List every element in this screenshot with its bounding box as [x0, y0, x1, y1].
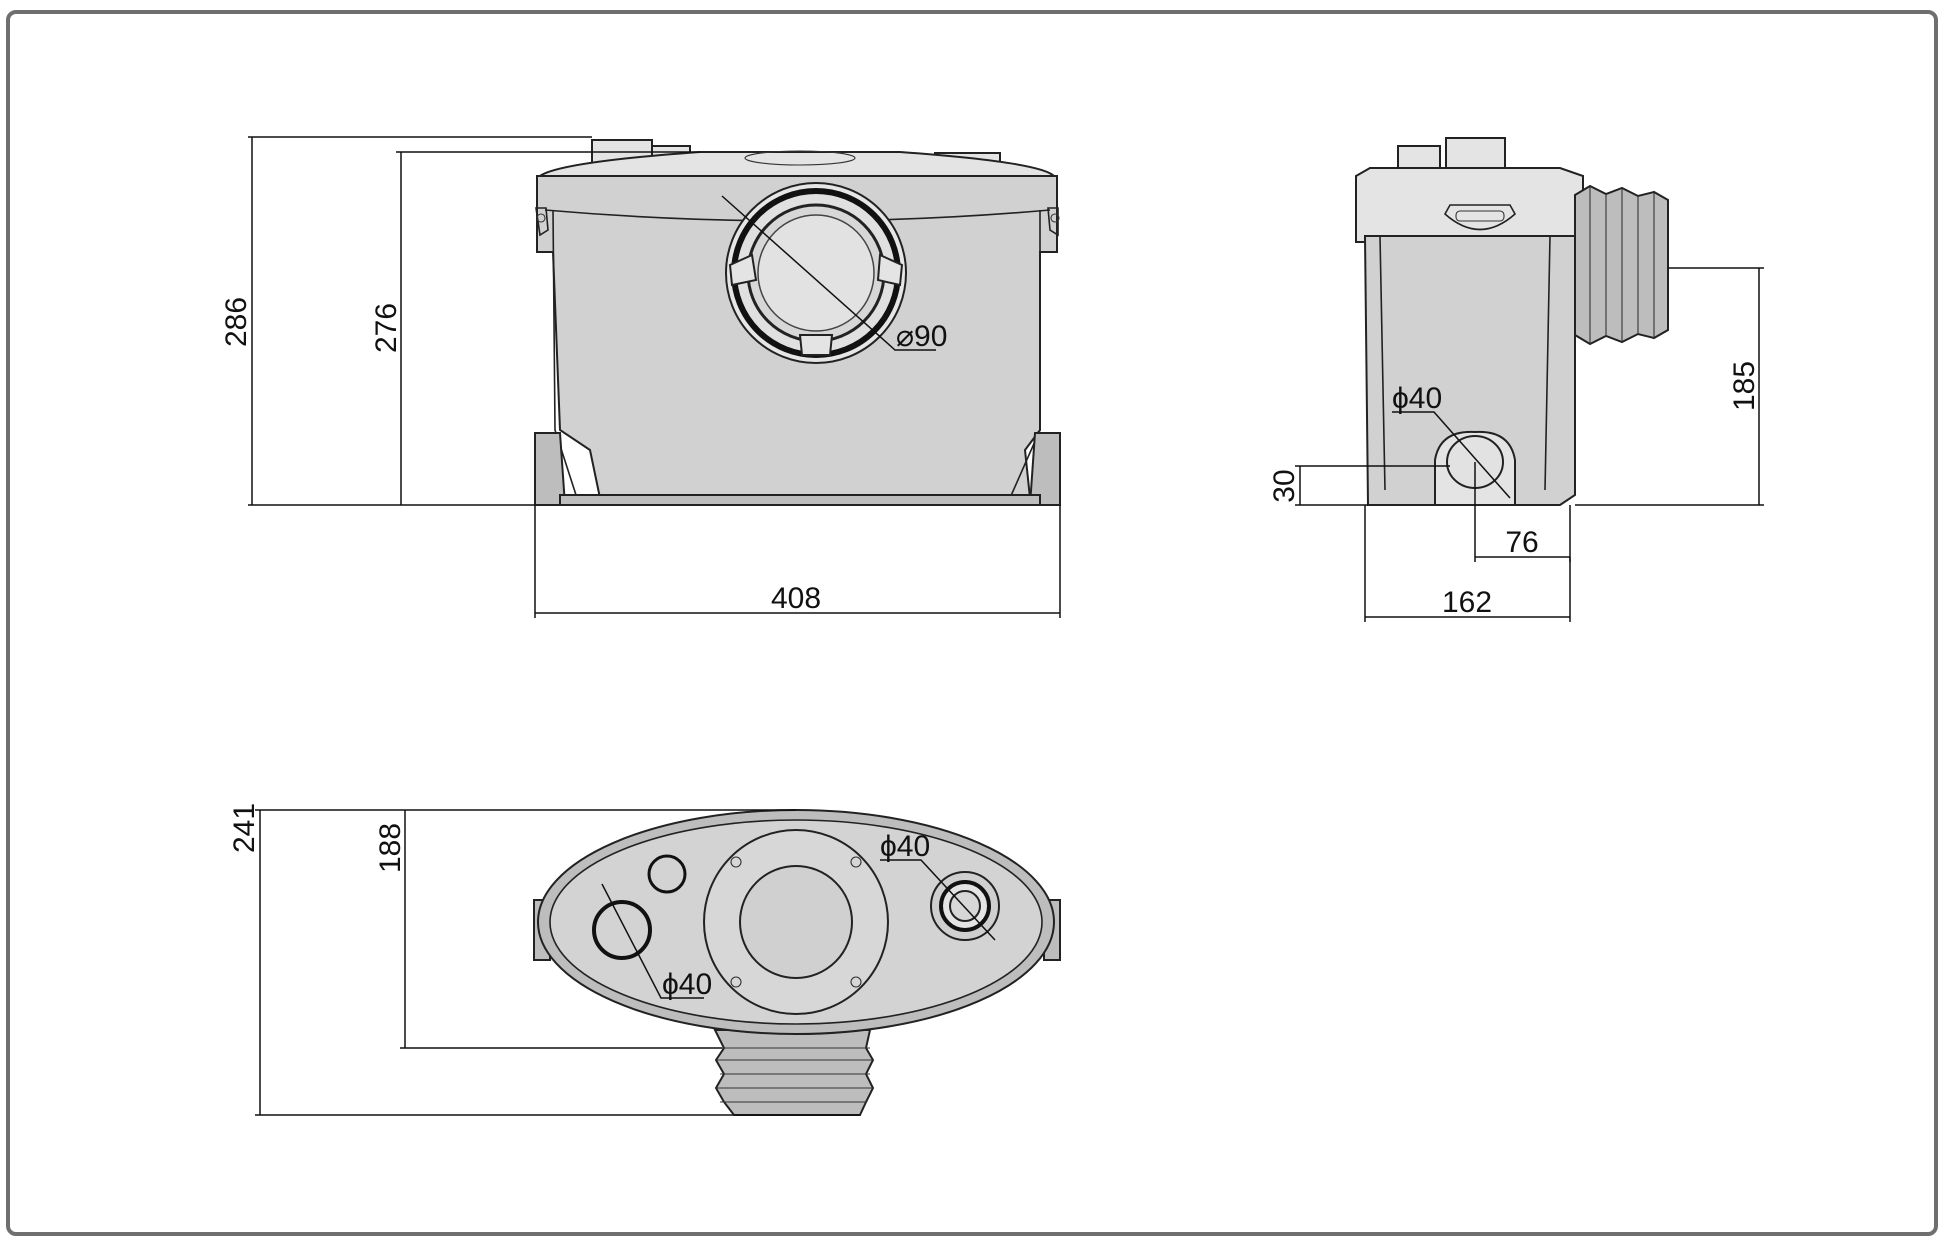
- top-inlet-right-label: ϕ40: [880, 830, 930, 863]
- dim-76-label: 76: [1505, 526, 1538, 559]
- front-dimensions: 286 276 408: [220, 136, 1061, 618]
- front-view: ⌀90: [534, 139, 1061, 506]
- side-body-inner: [1379, 235, 1386, 491]
- top-dimensions: 241 188: [228, 803, 860, 1116]
- top-screw-2: [850, 856, 862, 868]
- front-inlet-lug-bottom: [798, 334, 834, 356]
- top-inlet-left: [592, 900, 652, 960]
- front-rib-right: [1009, 210, 1041, 499]
- top-screw-1: [730, 856, 742, 868]
- front-clip-right-pin: [1050, 213, 1060, 223]
- dim-185-label: 185: [1728, 361, 1761, 411]
- front-inlet-lug-right: [876, 253, 904, 287]
- dim-408-label: 408: [771, 582, 821, 615]
- front-inlet-lug-left: [728, 253, 758, 287]
- front-rib-left: [552, 209, 578, 499]
- front-clip-left: [535, 207, 549, 237]
- top-inlet-left-leader: [601, 883, 704, 999]
- top-screw-4: [850, 976, 862, 988]
- side-inlet-diameter-leader: [1392, 411, 1511, 499]
- side-inlet-diameter-label: ϕ40: [1392, 382, 1442, 415]
- front-inlet-core: [757, 214, 875, 332]
- dim-286-label: 286: [220, 297, 253, 347]
- side-top-port-right: [1445, 137, 1506, 169]
- top-screw-3: [730, 976, 742, 988]
- front-inlet-diameter-label: ⌀90: [896, 320, 947, 353]
- dim-162-label: 162: [1442, 586, 1492, 619]
- top-view: ϕ40 ϕ40: [533, 809, 1061, 1116]
- side-handle: [1443, 204, 1517, 231]
- side-dimensions: 185 30 76 162: [1268, 267, 1764, 622]
- side-body-inner-2: [1544, 235, 1551, 491]
- top-inlet-right-leader: [880, 859, 996, 941]
- dim-30-label: 30: [1268, 469, 1301, 502]
- dim-241-label: 241: [228, 803, 261, 853]
- front-clip-left-pin: [536, 213, 546, 223]
- side-handle-grip: [1455, 210, 1505, 222]
- top-center-opening: [739, 865, 853, 979]
- side-top-port-left: [1397, 145, 1441, 169]
- front-base: [559, 494, 1041, 506]
- front-lid-dome: [744, 150, 856, 166]
- top-plug-small: [647, 854, 687, 894]
- top-inlet-left-label: ϕ40: [662, 968, 712, 1001]
- side-view: ϕ40: [1355, 137, 1669, 506]
- dim-276-label: 276: [370, 303, 403, 353]
- dim-188-label: 188: [374, 823, 407, 873]
- side-body: [1363, 235, 1576, 506]
- front-inlet-diameter-leader: [721, 195, 936, 351]
- front-clip-right: [1047, 207, 1059, 237]
